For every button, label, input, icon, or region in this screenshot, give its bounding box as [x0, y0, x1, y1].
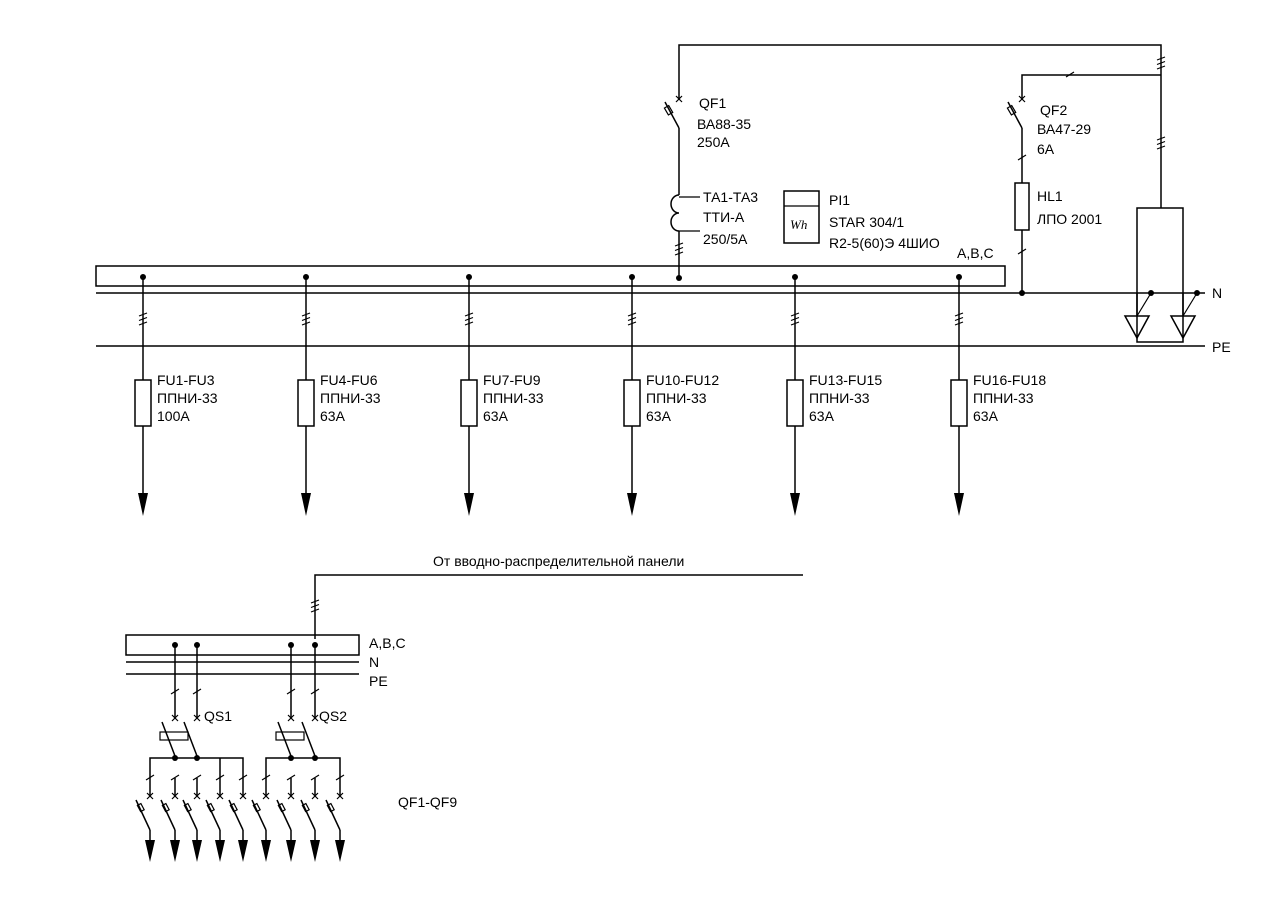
- fuse-body: [297, 379, 315, 427]
- qf1-breaker: QF1 ВА88-35 250A: [663, 95, 751, 195]
- outgoing-arrow: [138, 493, 148, 516]
- fuse-type: ППНИ-33: [157, 390, 218, 406]
- outgoing-arrow: [238, 840, 248, 862]
- fuse-rating: 63А: [320, 408, 346, 424]
- top-bus-pe-label: PE: [1212, 339, 1231, 355]
- outgoing-arrow: [790, 493, 800, 516]
- outgoing-arrow: [145, 840, 155, 862]
- fuse-rating: 63А: [483, 408, 509, 424]
- small-breaker: [135, 774, 155, 862]
- fuse-rating: 63А: [973, 408, 999, 424]
- qf1-rating: 250A: [697, 134, 730, 150]
- outgoing-arrow: [261, 840, 271, 862]
- outgoing-arrow: [170, 840, 180, 862]
- fuse-type: ППНИ-33: [809, 390, 870, 406]
- outgoing-arrow: [286, 840, 296, 862]
- top-bus-abc-label: А,В,С: [957, 245, 994, 261]
- breakers-label: QF1-QF9: [398, 794, 457, 810]
- qs2-label: QS2: [319, 708, 347, 724]
- qs1-label: QS1: [204, 708, 232, 724]
- fuse-rating: 63А: [809, 408, 835, 424]
- top-panel: QF1 ВА88-35 250A ТА1-ТА3 ТТИ-А 250/5А Wh…: [95, 44, 1231, 516]
- qf2-rating: 6А: [1037, 141, 1055, 157]
- fuse-body: [460, 379, 478, 427]
- small-breaker: [182, 774, 202, 862]
- lamp-type: ЛПО 2001: [1037, 211, 1102, 227]
- fuse-name: FU13-FU15: [809, 372, 882, 388]
- surge-arresters: [1123, 136, 1200, 343]
- qf2-breaker: QF2 ВА47-29 6А: [1006, 56, 1166, 183]
- energy-meter: Wh PI1 STAR 304/1 R2-5(60)Э 4ШИО А,В,С: [783, 190, 994, 261]
- qf1-name: QF1: [699, 95, 726, 111]
- top-bus-n-label: N: [1212, 285, 1222, 301]
- outgoing-arrow: [627, 493, 637, 516]
- qf1-type: ВА88-35: [697, 116, 751, 132]
- ta-ratio: 250/5А: [703, 231, 748, 247]
- fuse-name: FU7-FU9: [483, 372, 541, 388]
- lamp-name: HL1: [1037, 188, 1063, 204]
- qs1-distribution: [149, 757, 244, 778]
- fuse-name: FU1-FU3: [157, 372, 215, 388]
- qf2-name: QF2: [1040, 102, 1067, 118]
- fuse-rating: 100А: [157, 408, 190, 424]
- fuse-type: ППНИ-33: [483, 390, 544, 406]
- current-transformer: ТА1-ТА3 ТТИ-А 250/5А: [670, 189, 758, 281]
- outgoing-arrow: [464, 493, 474, 516]
- outgoing-arrow: [335, 840, 345, 862]
- supply-label: От вводно-распределительной панели: [433, 553, 684, 569]
- bottom-bus-abc: [125, 634, 360, 656]
- fuse-feeders: FU1-FU3ППНИ-33100АFU4-FU6ППНИ-3363АFU7-F…: [134, 274, 1046, 516]
- qs2-distribution: [265, 757, 341, 778]
- small-breaker: [251, 774, 271, 862]
- outgoing-arrow: [310, 840, 320, 862]
- outgoing-arrow: [215, 840, 225, 862]
- fuse-body: [786, 379, 804, 427]
- meter-name: PI1: [829, 192, 850, 208]
- outgoing-breakers: [135, 774, 345, 862]
- bottom-panel: От вводно-распределительной панели A,B,C…: [125, 553, 803, 862]
- ta-name: ТА1-ТА3: [703, 189, 758, 205]
- qs1-switch: QS1: [159, 642, 232, 757]
- small-breaker: [205, 774, 225, 862]
- small-breaker: [276, 774, 296, 862]
- meter-symbol: Wh: [790, 217, 807, 232]
- fuse-name: FU4-FU6: [320, 372, 378, 388]
- fuse-type: ППНИ-33: [646, 390, 707, 406]
- small-breaker: [325, 774, 345, 862]
- bottom-bus-abc-label: A,B,C: [369, 635, 406, 651]
- supply-line: [678, 44, 1162, 208]
- meter-spec: R2-5(60)Э 4ШИО: [829, 235, 940, 251]
- small-breaker: [300, 774, 320, 862]
- top-bus-abc: [95, 265, 1006, 287]
- outgoing-arrow: [954, 493, 964, 516]
- outgoing-arrow: [301, 493, 311, 516]
- qf2-type: ВА47-29: [1037, 121, 1091, 137]
- fuse-type: ППНИ-33: [320, 390, 381, 406]
- outgoing-arrow: [192, 840, 202, 862]
- fuse-rating: 63А: [646, 408, 672, 424]
- fuse-name: FU16-FU18: [973, 372, 1046, 388]
- small-breaker: [228, 774, 248, 862]
- small-breaker: [160, 774, 180, 862]
- meter-type: STAR 304/1: [829, 214, 904, 230]
- signal-lamp: HL1 ЛПО 2001: [1014, 182, 1102, 296]
- fuse-name: FU10-FU12: [646, 372, 719, 388]
- ta-type: ТТИ-А: [703, 209, 745, 225]
- bottom-bus-n-label: N: [369, 654, 379, 670]
- qs2-switch: QS2: [275, 642, 347, 757]
- bottom-bus-pe-label: PE: [369, 673, 388, 689]
- fuse-body: [623, 379, 641, 427]
- incoming-supply-line: [314, 574, 803, 639]
- fuse-body: [950, 379, 968, 427]
- fuse-body: [134, 379, 152, 427]
- fuse-type: ППНИ-33: [973, 390, 1034, 406]
